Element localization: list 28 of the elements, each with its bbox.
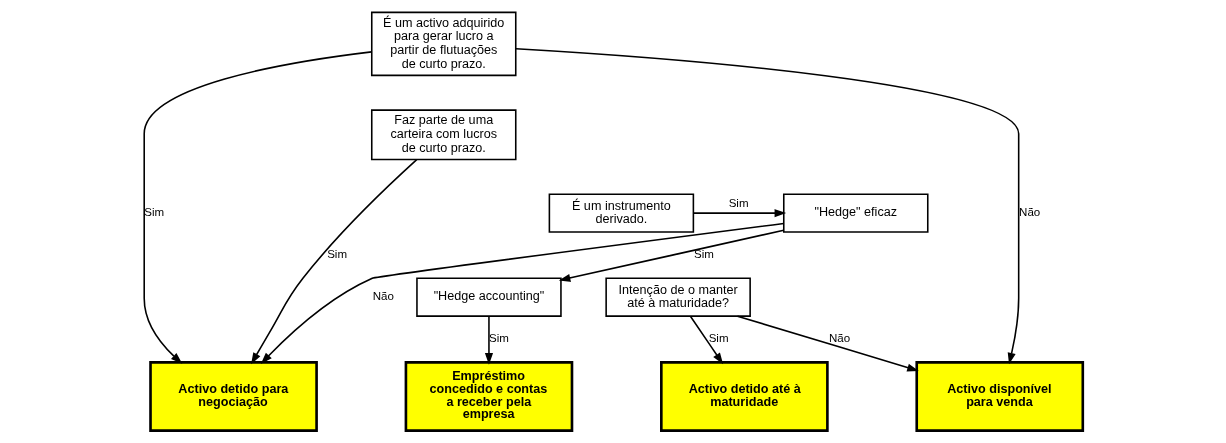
arrow [260,222,784,364]
arrow [142,51,372,364]
node-box: Activo detido para negociação [148,361,318,432]
arrow [484,315,493,365]
edge-label: Sim [488,332,509,345]
arrow [558,229,785,282]
node-box: É um instrumento derivado. [548,193,694,233]
edge-label: Sim [708,332,729,345]
node-box: Faz parte de uma carteira com lucros de curto prazo. [370,109,517,161]
node-box: Intenção de o manter até à maturidade? [604,277,751,317]
edge-label: Sim [693,248,714,261]
node-box: "Hedge" eficaz [782,193,929,233]
edge-label: Não [1018,206,1040,219]
edge-label: Não [372,290,394,303]
node-box: Activo disponível para venda [914,361,1084,432]
edge-label: Sim [326,248,347,261]
arrow [689,315,723,365]
arrow [692,209,786,218]
node-box: Activo detido até à maturidade [659,361,829,432]
node-box: "Hedge accounting" [415,277,562,317]
edge-label: Sim [728,196,749,209]
edge-label: Não [828,332,850,345]
node-box: Empréstimo concedido e contas a receber pela empresa [404,361,573,432]
node-box: É um activo adquirido para gerar lucro a partir de flutuações de curto prazo. [370,11,517,77]
arrow [250,158,417,365]
edge-label: Sim [143,206,164,219]
arrow [736,315,919,372]
arrow [514,47,1019,365]
